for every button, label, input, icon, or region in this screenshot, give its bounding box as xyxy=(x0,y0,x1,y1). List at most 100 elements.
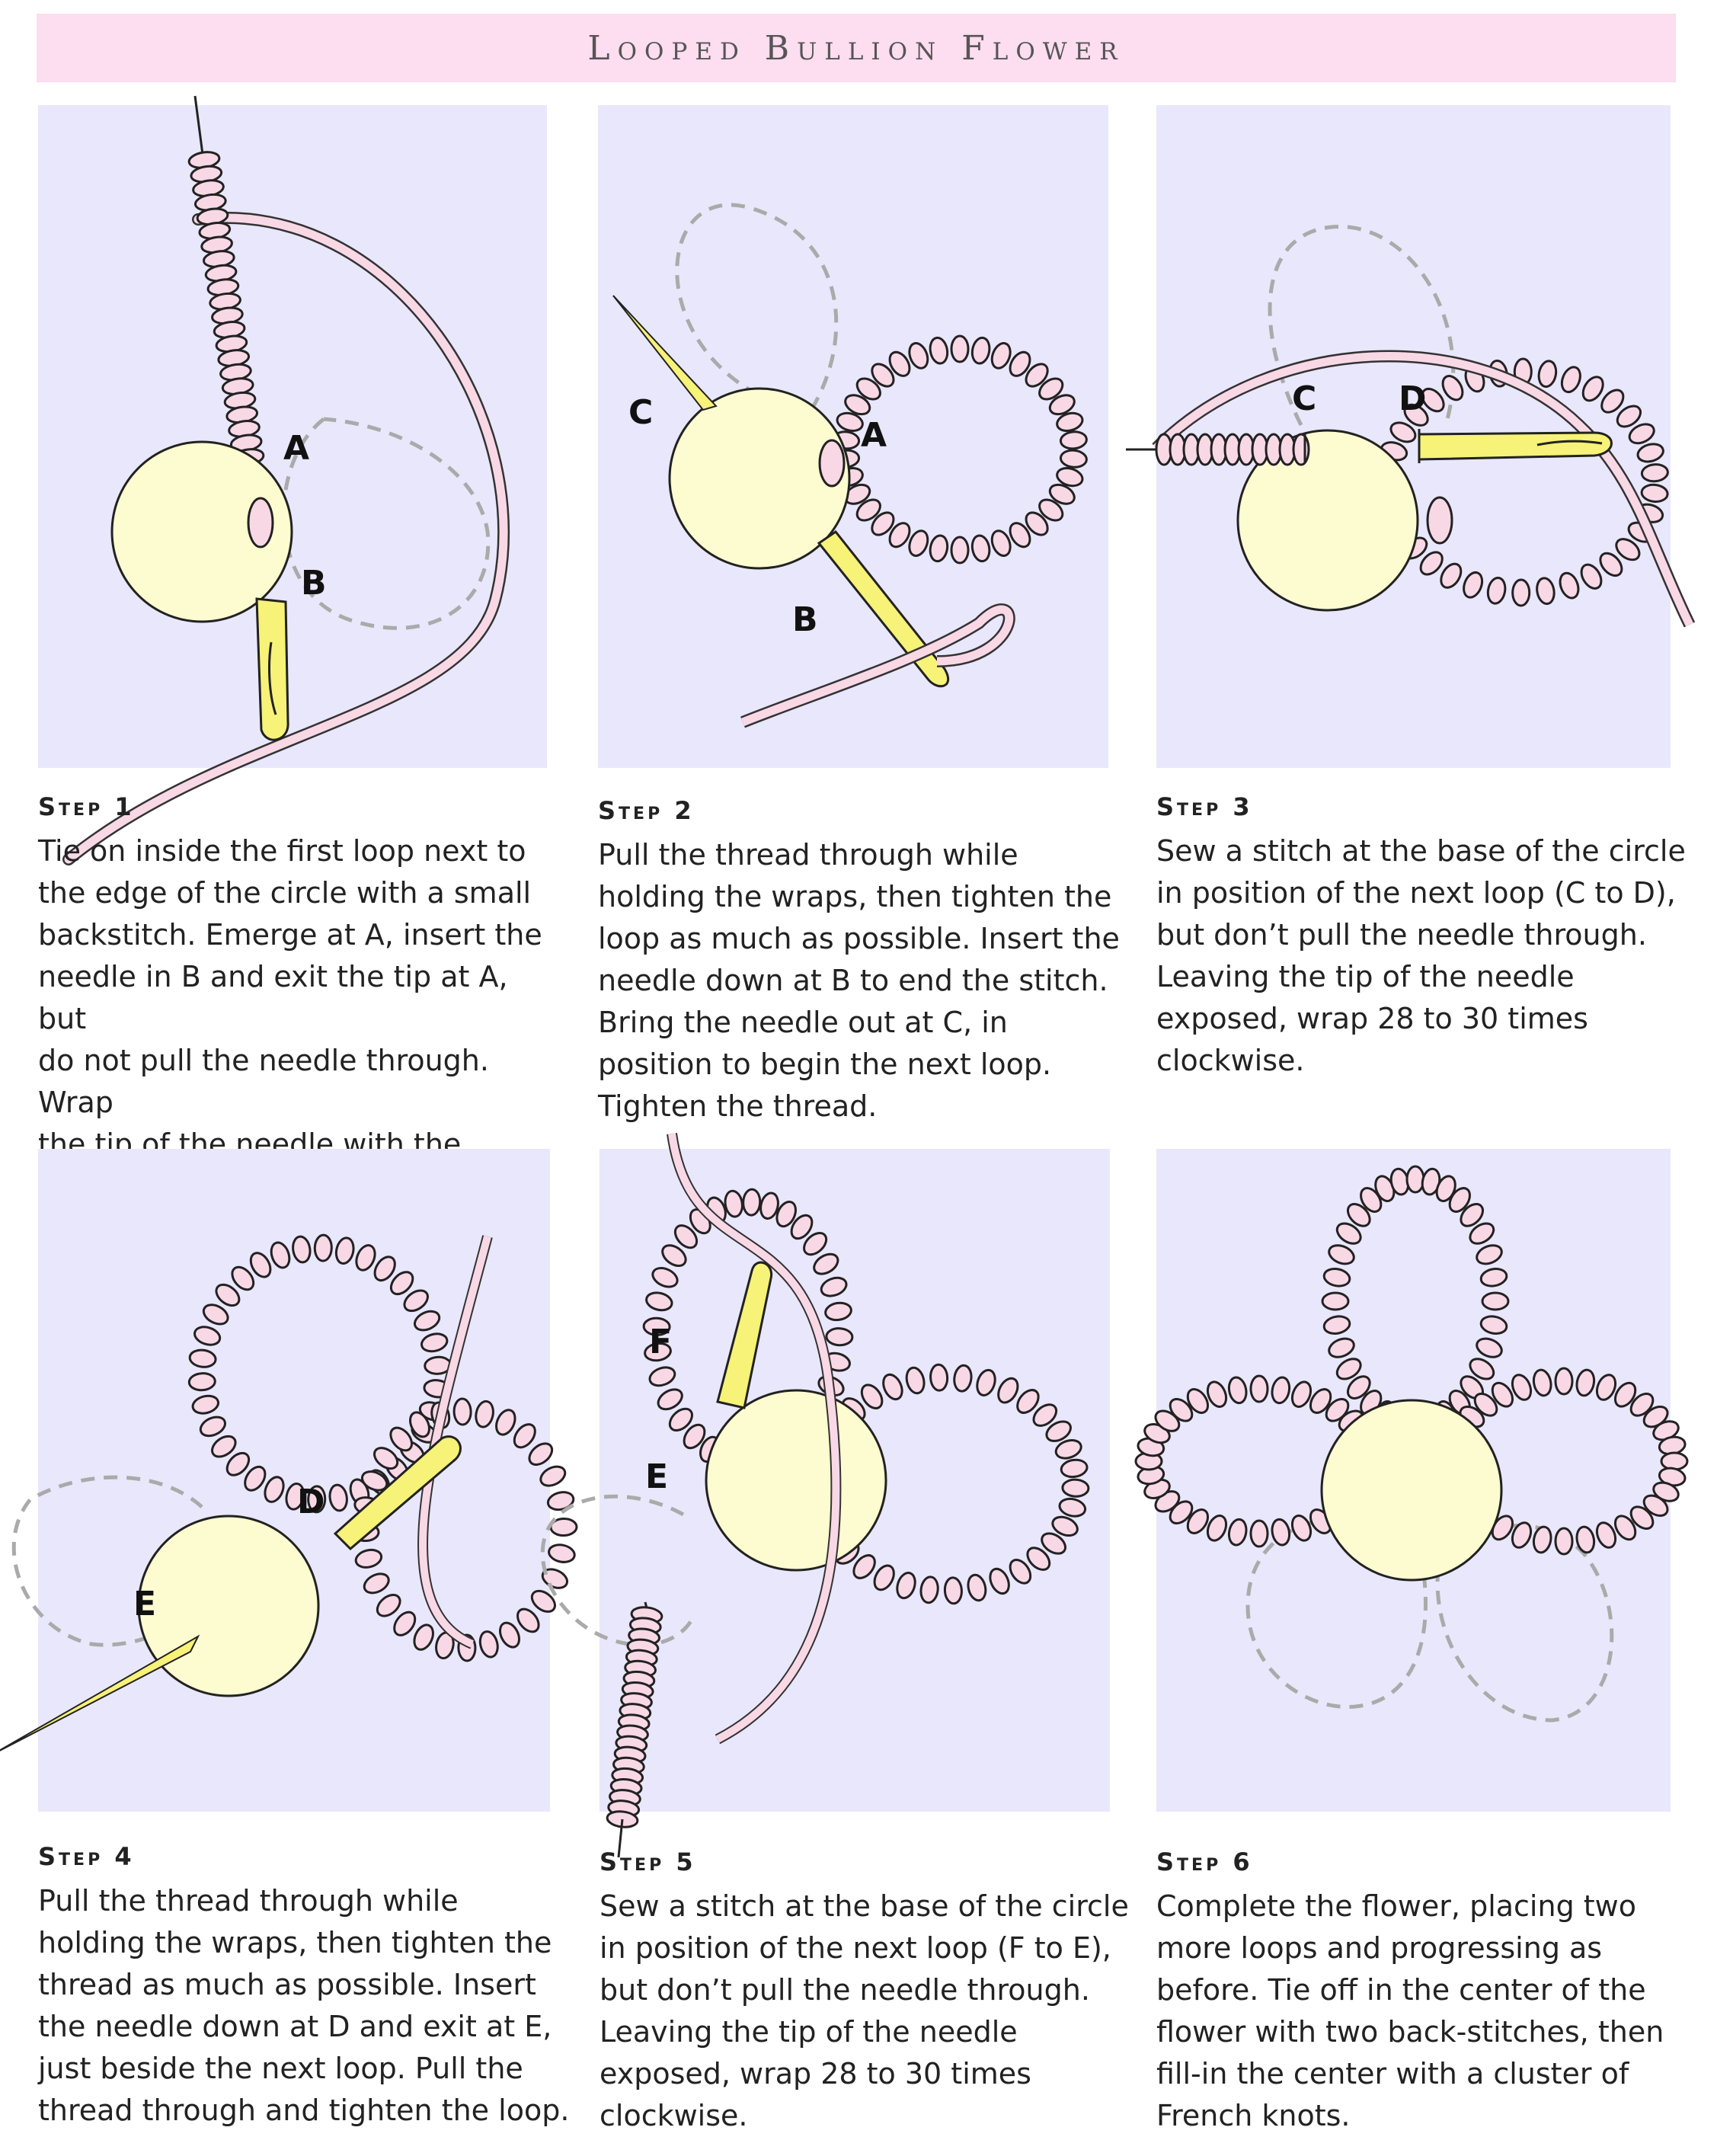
bullion-wrap-bead xyxy=(976,1368,996,1396)
bullion-wrap-bead xyxy=(1026,1547,1051,1571)
bullion-wrap-bead xyxy=(1660,1451,1689,1471)
bullion-wrap-bead xyxy=(1038,377,1064,401)
bullion-wrap-bead xyxy=(1059,430,1088,450)
label-e: E xyxy=(645,1457,668,1496)
bullion-wrap-bead xyxy=(1328,1337,1355,1358)
bullion-wrap-bead xyxy=(989,1567,1010,1595)
bullion-wrap-bead xyxy=(1532,1525,1552,1554)
bullion-wrap-bead xyxy=(499,1621,520,1649)
bullion-wrap-bead xyxy=(1613,1515,1637,1541)
bullion-wrap-bead xyxy=(1460,1203,1485,1227)
bullion-wrap-bead xyxy=(825,1327,854,1347)
bullion-wrap-bead xyxy=(896,1572,916,1600)
bullion-wrap-bead xyxy=(1322,1268,1351,1288)
step-1-title: Step 1 xyxy=(38,792,135,821)
bullion-wrap-bead xyxy=(393,1611,417,1636)
bullion-wrap-bead xyxy=(1249,1374,1269,1403)
bullion-wrap-bead xyxy=(1271,1518,1291,1547)
bullion-wrap-bead xyxy=(475,1399,494,1428)
bullion-wrap-bead xyxy=(1309,1388,1332,1414)
bullion-wrap-bead xyxy=(452,1397,472,1426)
bullion-wrap-bead xyxy=(1473,1392,1498,1417)
bullion-wrap-bead xyxy=(1405,1165,1425,1194)
flower-center-circle xyxy=(1320,1399,1503,1582)
bullion-wrap-bead xyxy=(1346,1203,1371,1227)
bullion-wrap-bead xyxy=(1481,1291,1510,1311)
bullion-wrap-bead xyxy=(1642,1494,1669,1517)
bullion-wrap-bead xyxy=(673,1224,699,1249)
bullion-wrap-bead xyxy=(292,1235,312,1264)
bullion-wrap-bead xyxy=(187,1372,216,1392)
bullion-wrap-bead xyxy=(409,1411,430,1438)
bullion-wrap-bead xyxy=(1629,1505,1655,1531)
bullion-wrap-bead xyxy=(882,1373,903,1401)
bullion-loop-2 xyxy=(351,1397,578,1662)
bullion-wrap-bead xyxy=(1537,360,1558,389)
bullion-wrap-bead xyxy=(188,1348,217,1368)
thread xyxy=(668,1133,840,1743)
bullion-wrap-bead xyxy=(530,1589,556,1613)
bullion-wrap-bead xyxy=(403,1289,429,1313)
bullion-wrap-bead xyxy=(355,1244,376,1272)
bullion-wrap-bead xyxy=(1045,1420,1072,1442)
bullion-wrap-bead xyxy=(1511,1374,1533,1401)
bullion-wrap-bead xyxy=(354,1548,383,1569)
bullion-wrap-bead xyxy=(1640,463,1669,483)
bullion-wrap-bead xyxy=(389,1426,413,1452)
bullion-wraps xyxy=(187,151,265,466)
bullion-wrap-bead xyxy=(548,1543,576,1563)
bullion-wrap-bead xyxy=(855,377,881,401)
bullion-wrap-bead xyxy=(950,536,970,565)
bullion-wrap-bead xyxy=(373,1256,396,1282)
bullion-wrap-bead xyxy=(1054,1439,1082,1460)
bullion-wrap-bead xyxy=(313,1233,333,1262)
bullion-wrap-bead xyxy=(997,1377,1019,1404)
bullion-wrap-bead xyxy=(1599,552,1623,577)
step-5-title: Step 5 xyxy=(600,1847,696,1876)
bullion-wrap-bead xyxy=(373,1447,399,1470)
bullion-wrap-bead xyxy=(495,1409,516,1436)
bullion-wrap-bead xyxy=(1025,511,1049,536)
step-6-illustration xyxy=(1134,1149,1689,1812)
bullion-wrap-bead xyxy=(990,342,1012,369)
bullion-wrap-bead xyxy=(389,1271,414,1296)
guide-loop-outline-left xyxy=(1245,1515,1428,1710)
needle xyxy=(255,597,289,741)
bullion-wrap-bead xyxy=(249,1252,272,1278)
needle-b xyxy=(817,529,950,688)
bullion-wrap-bead xyxy=(844,394,871,416)
bullion-wrap-bead xyxy=(285,1483,305,1511)
bullion-wrap-bead xyxy=(1575,1525,1596,1554)
needle xyxy=(1418,431,1613,461)
step-1-drawing: A B xyxy=(62,95,510,865)
bullion-wrap-bead xyxy=(919,1575,939,1604)
bullion-wrap-bead xyxy=(539,1465,567,1487)
thread xyxy=(419,1235,491,1648)
bullion-wrap-bead xyxy=(775,1200,797,1228)
bullion-wrap-bead xyxy=(1403,403,1429,427)
bullion-wrap-bead xyxy=(1486,576,1507,605)
bullion-wrap-bead xyxy=(1463,571,1484,599)
step-6-drawing xyxy=(1134,1165,1689,1723)
bullion-wrap-bead xyxy=(1476,1244,1503,1265)
bullion-wrap-bead xyxy=(513,1423,536,1449)
bullion-wrap-bead xyxy=(1389,421,1417,443)
bullion-wrap-bead xyxy=(1581,376,1604,402)
bullion-wrap-bead xyxy=(1479,1268,1508,1288)
bullion-wrap-bead xyxy=(953,1364,973,1393)
label-b: B xyxy=(792,600,818,639)
bullion-wrap-bead xyxy=(1058,1497,1087,1518)
needle-c xyxy=(612,295,718,411)
bullion-wrap-bead xyxy=(970,534,991,563)
step-5-drawing: F E xyxy=(540,1133,1090,1858)
bullion-wrap-bead xyxy=(1479,1315,1508,1335)
bullion-wraps xyxy=(606,1606,663,1828)
step-5-text: Sew a stitch at the base of the circle i… xyxy=(600,1889,1129,2132)
bullion-wrap-bead xyxy=(1060,1458,1089,1479)
bullion-wrap-bead xyxy=(191,1394,219,1415)
step-2-drawing: C A B xyxy=(612,203,1088,728)
bullion-wrap-bead xyxy=(1560,366,1581,394)
bullion-wrap-bead xyxy=(1009,1559,1032,1585)
bullion-wrap-bead xyxy=(1536,577,1556,606)
bullion-wrap-bead xyxy=(334,1236,355,1265)
